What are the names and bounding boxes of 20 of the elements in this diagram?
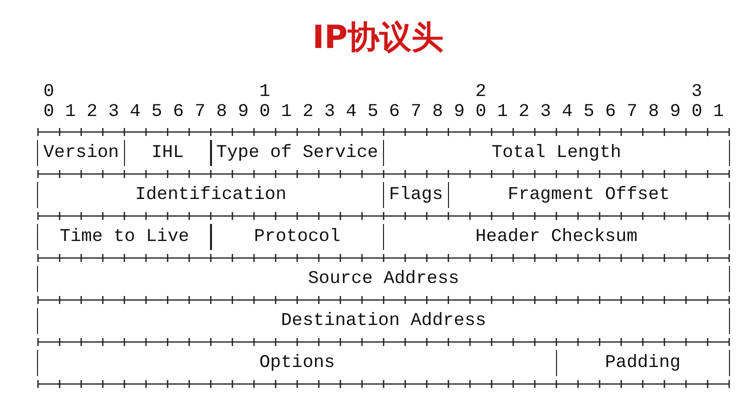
field-box: Total Length xyxy=(382,140,730,166)
bit-number: 2 xyxy=(475,82,486,102)
field-box: Protocol xyxy=(210,224,384,250)
field-box: Source Address xyxy=(37,266,730,292)
bit-number: 1 xyxy=(259,82,270,102)
title: IP协议头 xyxy=(311,17,445,58)
field-box: Options xyxy=(37,350,558,376)
field-box: Flags xyxy=(382,182,450,208)
field-box: Header Checksum xyxy=(382,224,730,250)
field-box: IHL xyxy=(124,140,212,166)
field-box: Fragment Offset xyxy=(448,182,730,208)
field-box: Time to Live xyxy=(37,224,212,250)
field-box: Version xyxy=(37,140,126,166)
field-box: Padding xyxy=(556,350,730,376)
bit-number: 3 xyxy=(691,82,702,102)
bit-number: 0 xyxy=(43,82,54,102)
bit-index-row: 0 1 2 3 4 5 6 7 8 9 0 1 2 3 4 5 6 7 8 9 0 1 2 3 4 5 6 7 8 9 0 1 xyxy=(43,102,724,122)
field-box: Type of Service xyxy=(210,140,384,166)
field-box: Identification xyxy=(37,182,384,208)
field-box: Destination Address xyxy=(37,308,730,334)
